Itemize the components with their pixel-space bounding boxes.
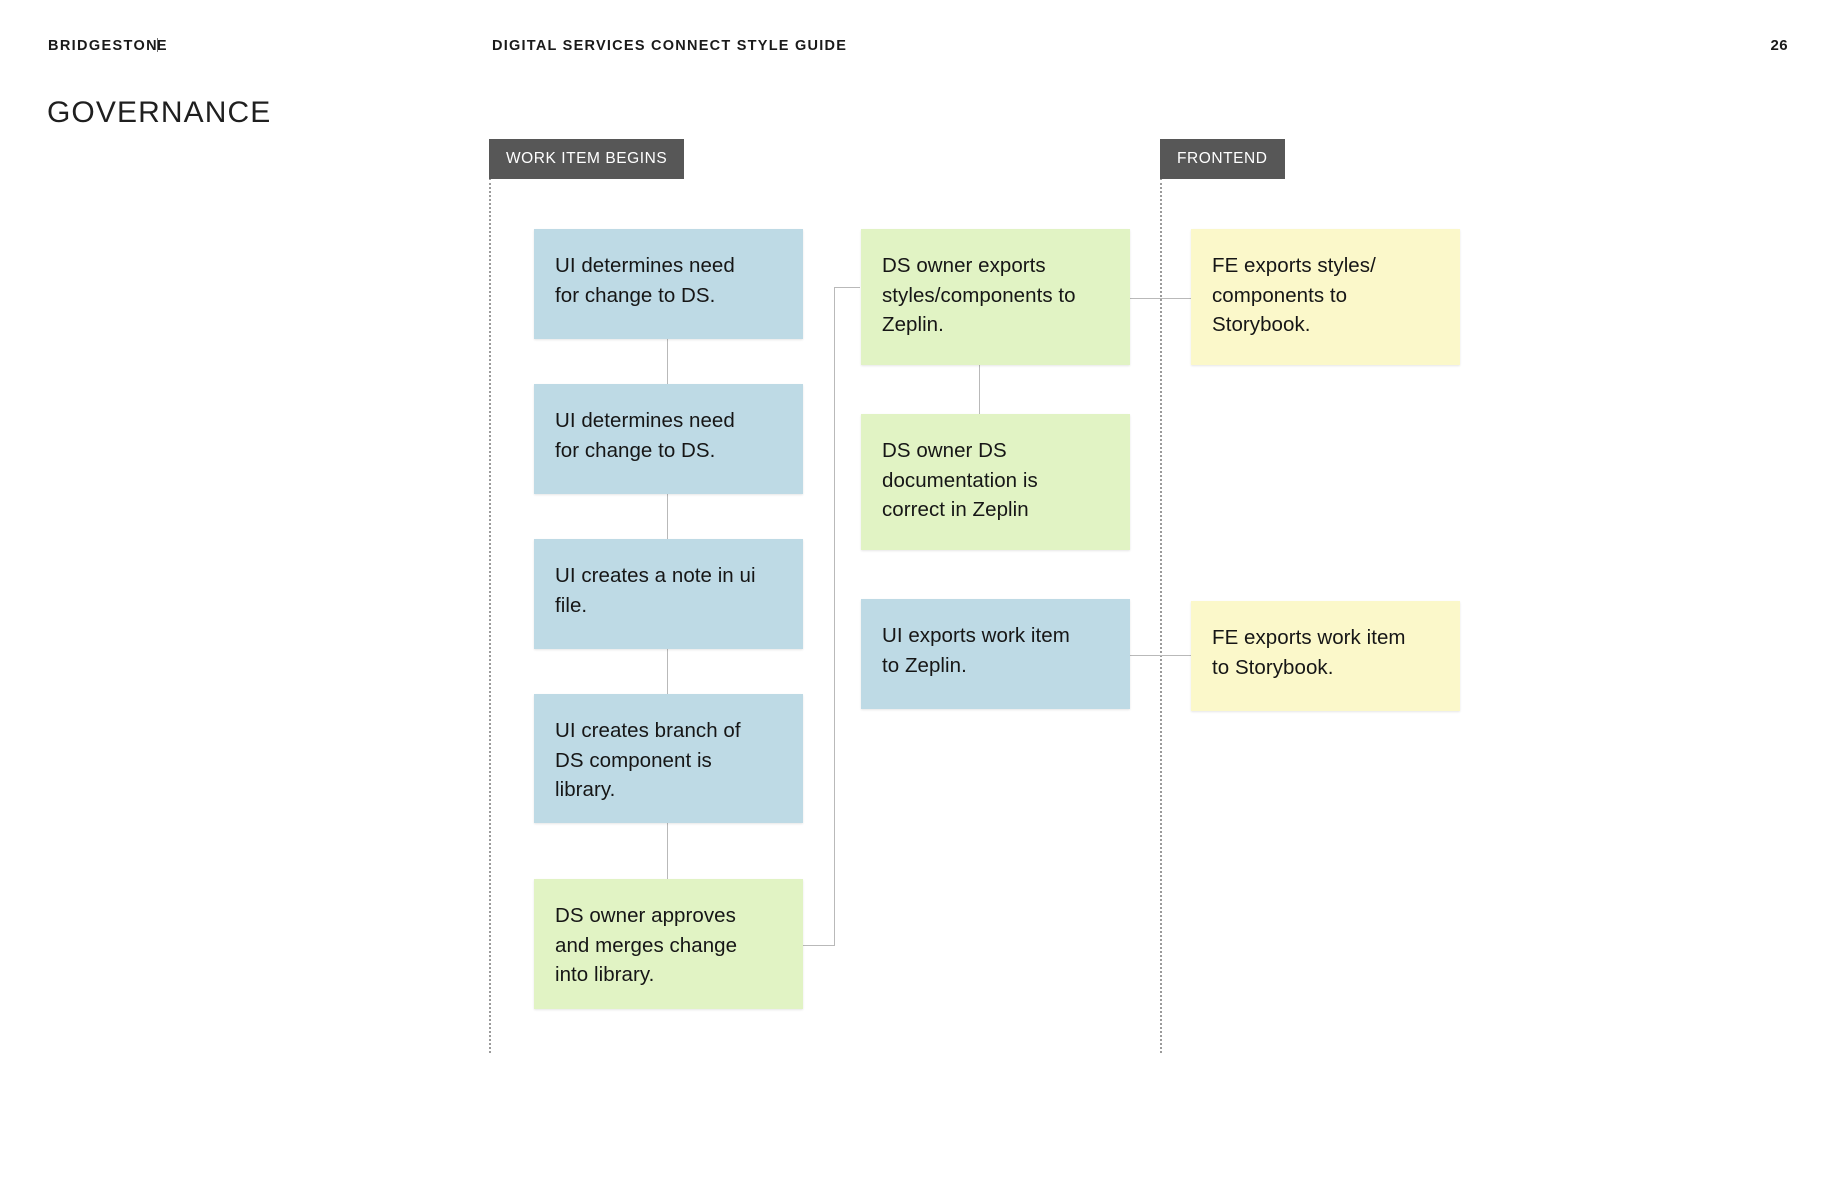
connector-exports-to-documentation [979,364,980,423]
flow-node-ui-exports-work-item[interactable]: UI exports work item to Zeplin. [861,599,1130,709]
flow-node-label: UI determines need for change to DS. [555,409,735,462]
flow-node-ui-determines-need-2[interactable]: UI determines need for change to DS. [534,384,803,494]
flow-node-label: UI creates branch of DS component is lib… [555,719,741,801]
lane-badge-label: FRONTEND [1177,150,1268,167]
flow-node-label: DS owner exports styles/components to Ze… [882,254,1076,336]
document-title: DIGITAL SERVICES CONNECT STYLE GUIDE [492,38,848,54]
brand-text-part-2: E [156,38,168,54]
connector-branch-to-approves [667,822,668,883]
connector-ui-work-item-to-fe-work-item [1128,655,1191,656]
connector-note-to-branch [667,648,668,696]
page-number: 26 [1770,37,1788,54]
flow-node-ui-determines-need-1[interactable]: UI determines need for change to DS. [534,229,803,339]
flow-node-label: DS owner DS documentation is correct in … [882,439,1038,521]
lane-badge-label: WORK ITEM BEGINS [506,150,668,167]
flow-node-ds-owner-approves[interactable]: DS owner approves and merges change into… [534,879,803,1009]
lane-badge-frontend: FRONTEND [1160,139,1285,179]
flow-node-label: DS owner approves and merges change into… [555,904,738,986]
flow-node-ds-owner-exports[interactable]: DS owner exports styles/components to Ze… [861,229,1130,365]
flow-node-ui-creates-branch[interactable]: UI creates branch of DS component is lib… [534,694,803,823]
flow-node-label: UI exports work item to Zeplin. [882,624,1070,677]
flow-node-fe-exports-styles[interactable]: FE exports styles/ components to Storybo… [1191,229,1460,365]
page-title: GOVERNANCE [47,96,272,129]
flow-node-fe-exports-work-item[interactable]: FE exports work item to Storybook. [1191,601,1460,711]
swimlane-divider-right [1160,178,1162,1053]
flow-node-label: UI determines need for change to DS. [555,254,735,307]
connector-approves-to-exports-horizontal-top [834,287,860,288]
flow-node-ds-owner-documentation[interactable]: DS owner DS documentation is correct in … [861,414,1130,550]
connector-approves-to-exports-horizontal-bottom [802,945,835,946]
brand-text-part-1: BRIDGESTON [48,38,158,54]
brand-wordmark: BRIDGESTONE [48,38,168,54]
flow-node-ui-creates-note[interactable]: UI creates a note in ui file. [534,539,803,649]
flow-node-label: FE exports work item to Storybook. [1212,626,1406,679]
text-cursor-icon [156,38,158,52]
connector-ui1-to-ui2 [667,339,668,387]
flow-node-label: FE exports styles/ components to Storybo… [1212,254,1376,336]
swimlane-divider-left [489,178,491,1053]
lane-badge-work-item-begins: WORK ITEM BEGINS [489,139,685,179]
connector-exports-to-fe-styles [1128,298,1191,299]
flow-node-label: UI creates a note in ui file. [555,564,756,617]
connector-approves-to-exports-vertical [834,287,835,946]
connector-ui2-to-note [667,493,668,541]
